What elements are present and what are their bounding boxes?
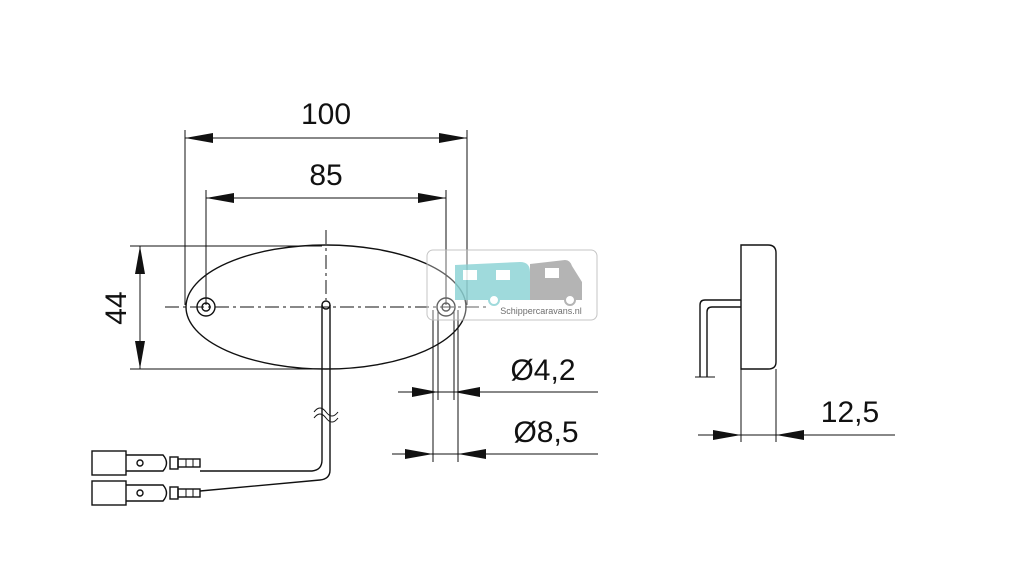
connector-bottom — [91, 480, 201, 506]
lamp-side-housing — [740, 244, 777, 370]
side-cable-outer — [699, 299, 741, 377]
dimension-hole-large: Ø8,5 — [392, 310, 598, 462]
lamp-front-view — [165, 230, 490, 492]
watermark-text: Schippercaravans.nl — [500, 306, 582, 316]
lamp-side-view — [695, 244, 777, 442]
watermark-logo: Schippercaravans.nl — [426, 249, 598, 321]
dimension-depth: 12,5 — [698, 396, 895, 440]
dimension-height: 44 — [100, 245, 330, 370]
mounting-hole-left — [196, 297, 216, 317]
dimension-label-hole-spacing: 85 — [309, 159, 342, 192]
connector-top — [91, 450, 201, 476]
dimension-width-outer: 100 — [184, 98, 468, 305]
cable-lower — [199, 305, 331, 492]
side-cable-inner — [706, 306, 741, 377]
dimension-label-height: 44 — [100, 291, 133, 324]
mounting-hole-right — [436, 297, 456, 317]
dimension-label-depth: 12,5 — [821, 396, 879, 429]
dimension-hole-spacing: 85 — [205, 159, 447, 305]
dimension-label-hole-large: Ø8,5 — [513, 416, 578, 449]
dimension-label-width: 100 — [301, 98, 351, 131]
cable-upper — [200, 305, 323, 472]
dimension-label-hole-small: Ø4,2 — [510, 354, 575, 387]
dimension-hole-small: Ø4,2 — [398, 310, 598, 400]
